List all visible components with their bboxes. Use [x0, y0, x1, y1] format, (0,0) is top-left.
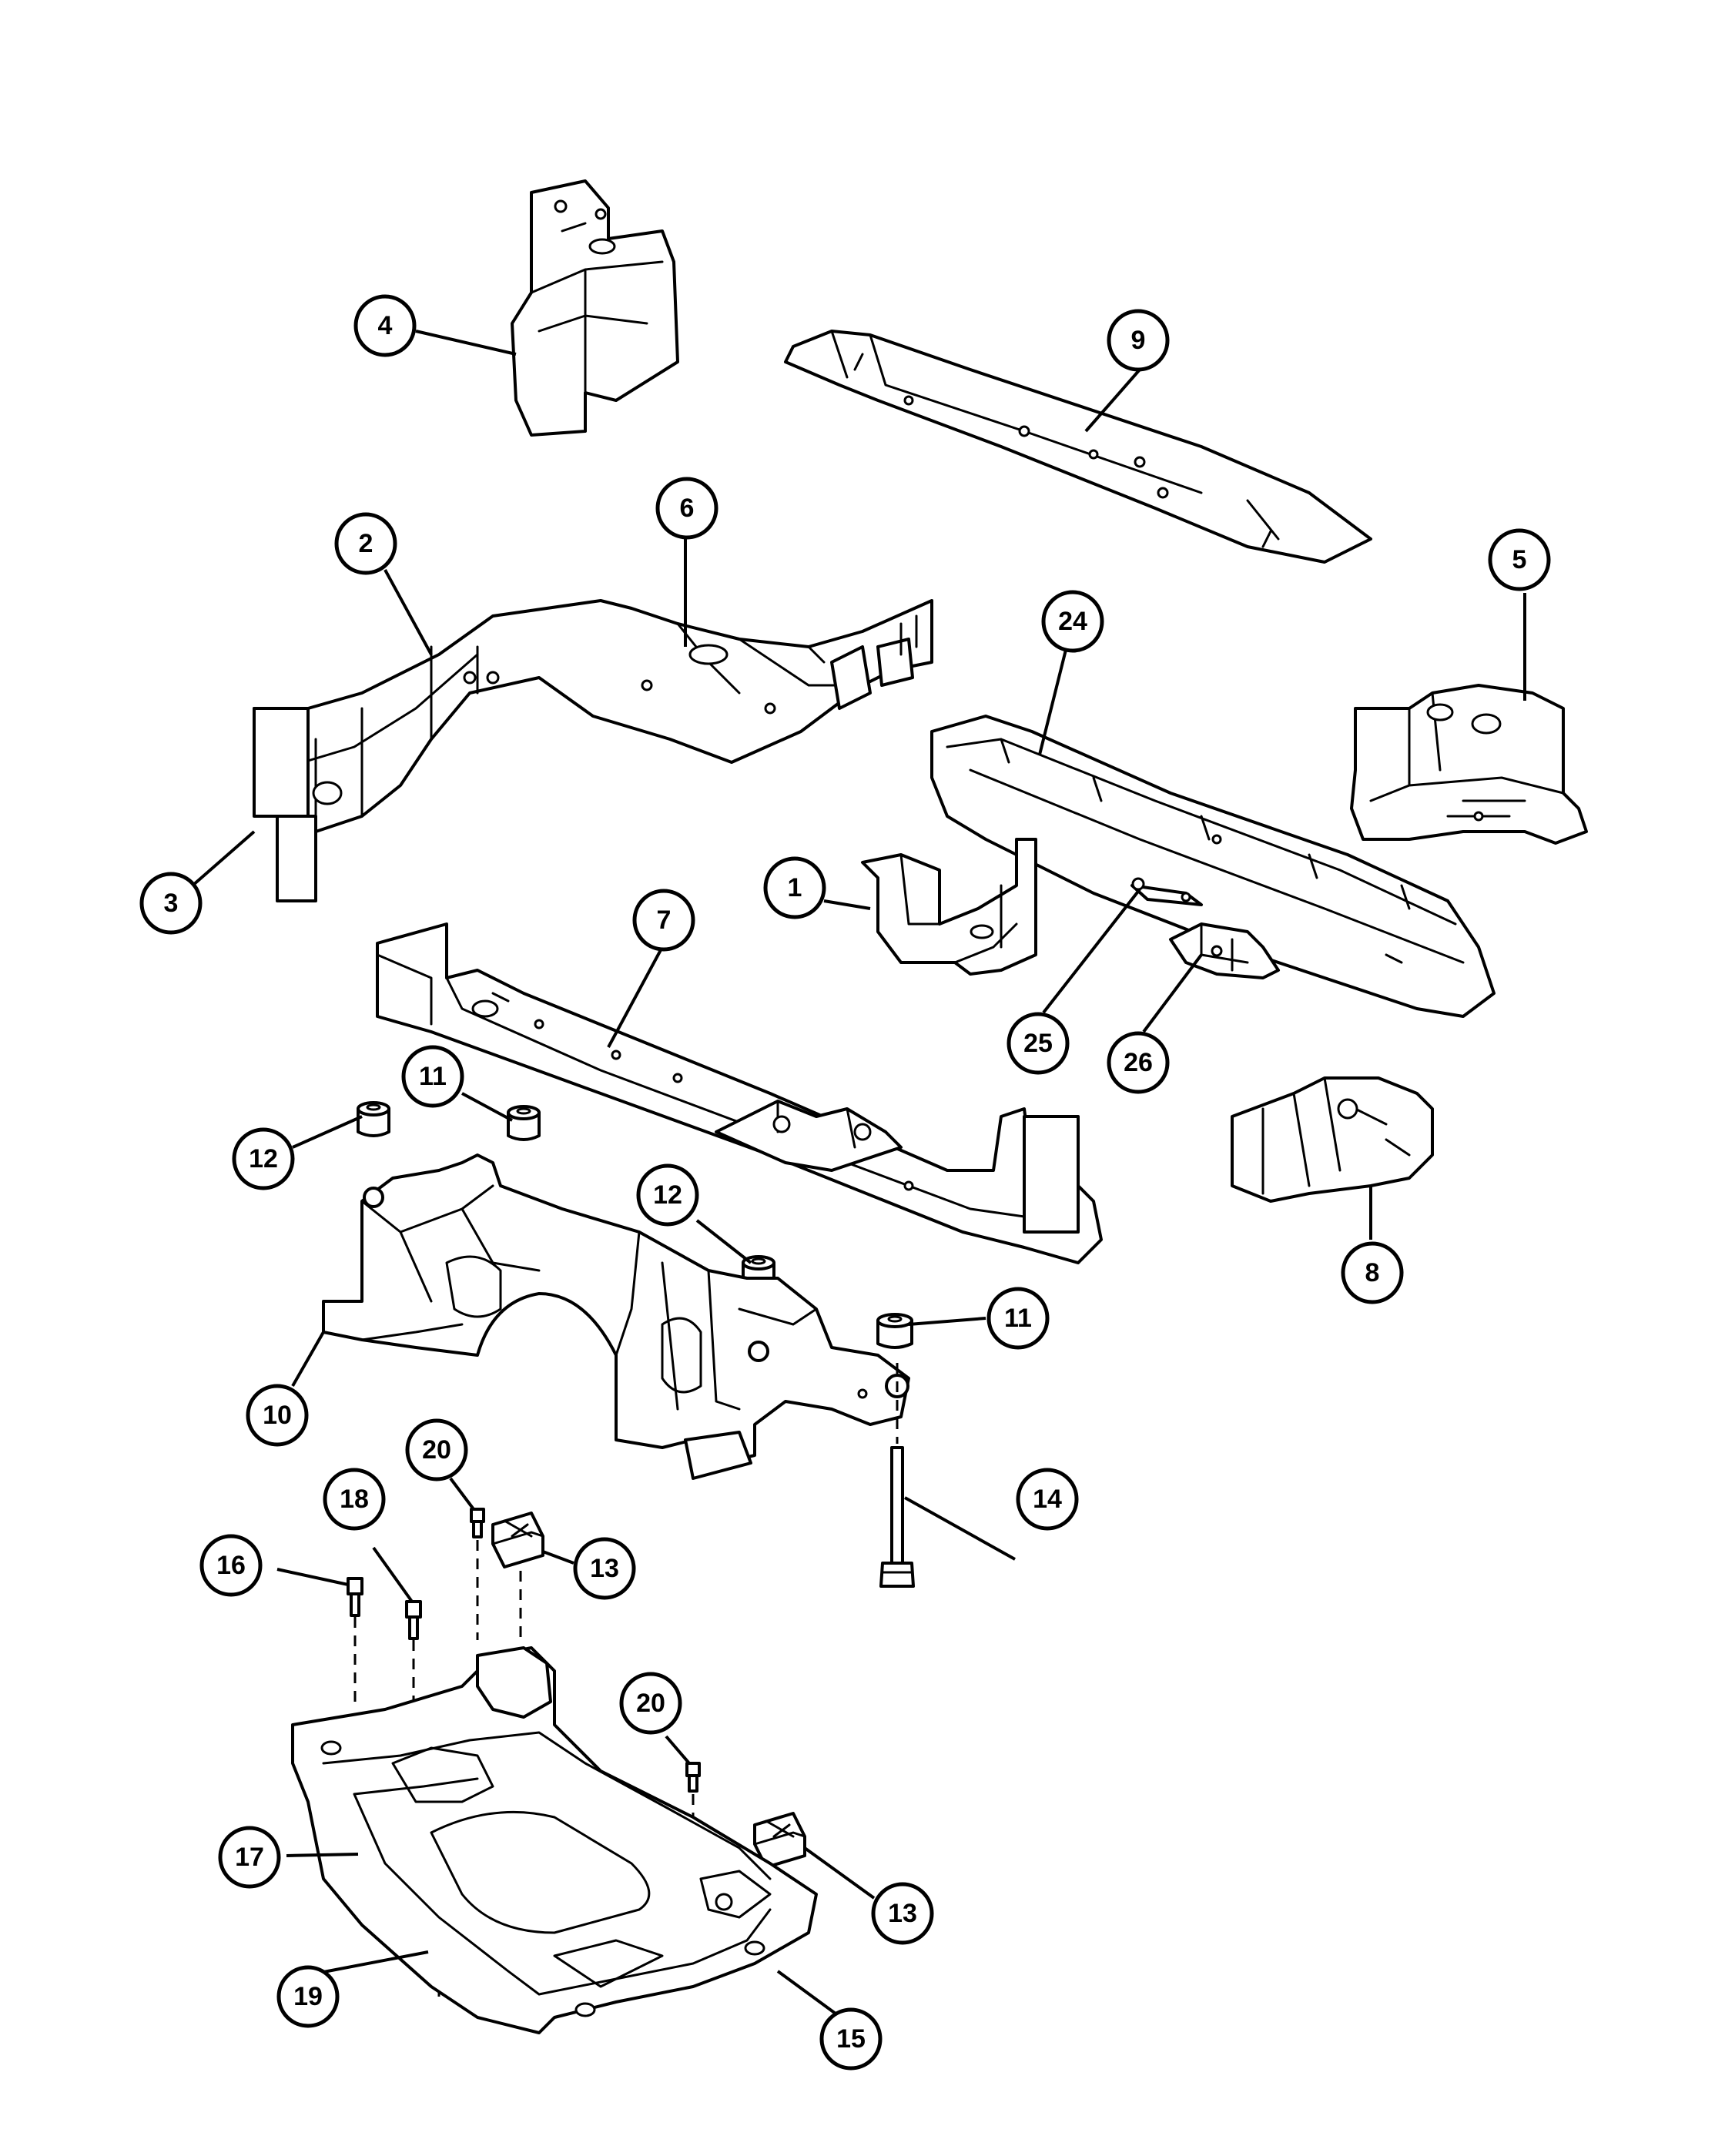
callout-4-label: 4	[378, 311, 393, 340]
part-13-bumpstop-lower	[753, 1812, 806, 1869]
part-11-insulator-right	[876, 1313, 913, 1349]
callout-12-upper-label: 12	[249, 1144, 278, 1173]
part-15-skid-plate	[291, 1646, 818, 2034]
callout-8: 8	[1341, 1241, 1404, 1304]
callout-14: 14	[1016, 1468, 1079, 1531]
callout-12-upper: 12	[232, 1127, 295, 1190]
callout-12-lower: 12	[636, 1163, 699, 1227]
part-10-cradle	[322, 1153, 910, 1480]
part-24-channel	[930, 715, 1496, 1018]
callout-13-lower: 13	[871, 1882, 934, 1945]
callout-25: 25	[1007, 1012, 1070, 1075]
callout-19: 19	[276, 1965, 340, 2028]
callout-18: 18	[323, 1468, 386, 1531]
part-4-bracket	[511, 179, 679, 437]
callout-5-label: 5	[1512, 545, 1527, 574]
part-16-bolt	[347, 1577, 363, 1617]
callout-17: 17	[218, 1826, 281, 1889]
callout-13-upper: 13	[573, 1537, 636, 1600]
callout-15: 15	[819, 2007, 883, 2071]
callout-20-upper-label: 20	[422, 1435, 451, 1465]
callout-20-lower: 20	[619, 1672, 682, 1735]
part-20-bolt-lower	[685, 1762, 701, 1793]
callout-12-lower-label: 12	[653, 1180, 682, 1210]
callout-10-label: 10	[263, 1401, 292, 1430]
callout-1-label: 1	[788, 873, 802, 902]
part-12-insulator-left	[357, 1101, 390, 1137]
callout-3-label: 3	[164, 889, 179, 918]
callout-11-lower: 11	[986, 1287, 1050, 1350]
callout-4: 4	[353, 294, 417, 357]
callout-26: 26	[1107, 1031, 1170, 1094]
callout-20-lower-label: 20	[636, 1689, 665, 1718]
callout-13-upper-label: 13	[590, 1554, 619, 1583]
part-14-bolt	[879, 1446, 915, 1588]
callout-15-label: 15	[836, 2024, 866, 2054]
callout-20-upper: 20	[405, 1418, 468, 1481]
part-8-mount	[1231, 1076, 1434, 1203]
callout-2-label: 2	[359, 529, 373, 558]
callout-16: 16	[199, 1534, 263, 1597]
part-18-bolt	[405, 1600, 422, 1640]
part-20-bolt-upper	[470, 1508, 485, 1538]
callout-7: 7	[632, 889, 695, 952]
callout-7-label: 7	[657, 906, 672, 935]
callout-8-label: 8	[1365, 1258, 1380, 1287]
callout-5: 5	[1488, 528, 1551, 591]
part-11-insulator-left	[507, 1105, 541, 1141]
callout-16-label: 16	[216, 1551, 246, 1580]
callout-17-label: 17	[235, 1843, 264, 1872]
callout-26-label: 26	[1124, 1048, 1153, 1077]
callout-14-label: 14	[1033, 1485, 1062, 1514]
callout-11-upper: 11	[401, 1045, 464, 1108]
callout-2: 2	[334, 512, 397, 575]
callout-11-upper-label: 11	[419, 1062, 447, 1091]
leader-lines	[191, 330, 1526, 2015]
callout-1: 1	[763, 856, 826, 919]
callout-24: 24	[1041, 590, 1104, 653]
part-1-bracket	[861, 838, 1037, 976]
callout-19-label: 19	[293, 1982, 323, 2011]
part-25-clip	[1130, 877, 1203, 906]
callout-9-label: 9	[1131, 326, 1146, 355]
callout-24-label: 24	[1058, 607, 1087, 636]
callout-11-lower-label: 11	[1004, 1304, 1032, 1333]
callout-6: 6	[655, 477, 718, 540]
part-13-bumpstop-upper	[491, 1512, 544, 1568]
part-5-bracket	[1350, 684, 1588, 845]
part-2-frame-rail	[253, 599, 933, 902]
callout-9: 9	[1107, 309, 1170, 372]
part-9-upper-crossmember	[784, 330, 1372, 564]
callout-18-label: 18	[340, 1485, 369, 1514]
callout-25-label: 25	[1023, 1029, 1053, 1058]
part-7-crossmember	[376, 922, 1103, 1264]
callout-6-label: 6	[680, 494, 695, 523]
callout-3: 3	[139, 872, 203, 935]
callout-13-lower-label: 13	[888, 1899, 917, 1928]
callout-10: 10	[246, 1384, 309, 1447]
